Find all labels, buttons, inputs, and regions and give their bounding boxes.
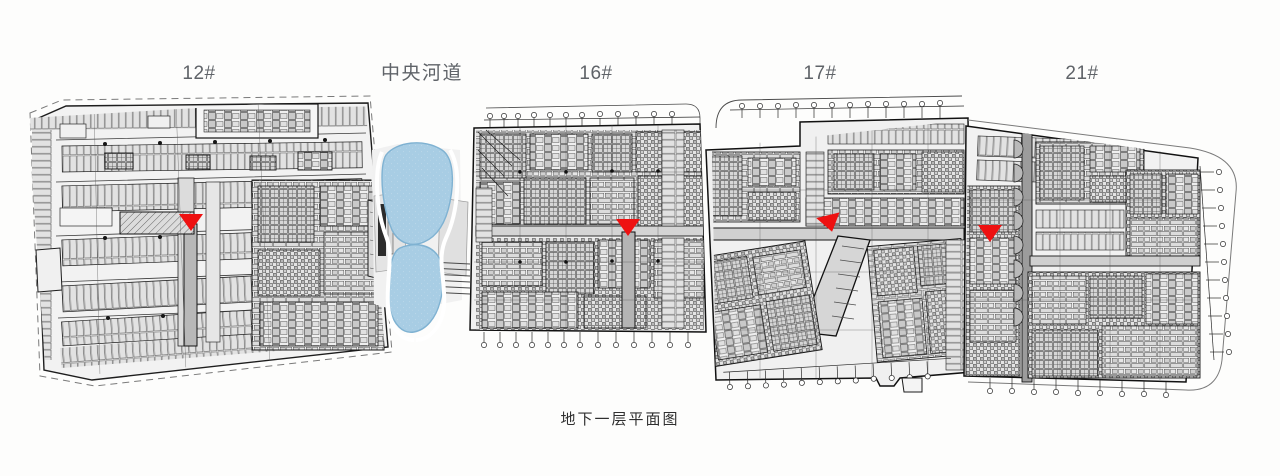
block-label-17: 17# — [803, 63, 837, 84]
figure-caption: 地下一层平面图 — [560, 411, 680, 428]
block-12-plan — [29, 95, 393, 387]
block-21-plan — [963, 119, 1237, 398]
grid-bubbles-17-top — [739, 100, 943, 118]
grid-bubbles-16-top — [487, 111, 675, 128]
block-17-plan — [705, 95, 973, 393]
block-label-21: 21# — [1065, 63, 1099, 84]
block-label-12: 12# — [182, 63, 216, 84]
location-marker-16[interactable] — [616, 219, 640, 236]
central-river-water — [372, 142, 471, 342]
grid-bubbles-21-bottom — [987, 378, 1169, 398]
location-marker-21[interactable] — [978, 225, 1002, 242]
grid-bubbles-16-bottom — [481, 332, 691, 348]
block-label-central-river: 中央河道 — [380, 63, 464, 84]
grid-bubbles-21-right — [1199, 165, 1232, 361]
block-16-plan — [469, 103, 707, 348]
block-label-16: 16# — [579, 63, 613, 84]
grid-bubbles-17-bottom — [723, 357, 951, 390]
location-marker-12[interactable] — [179, 214, 203, 231]
